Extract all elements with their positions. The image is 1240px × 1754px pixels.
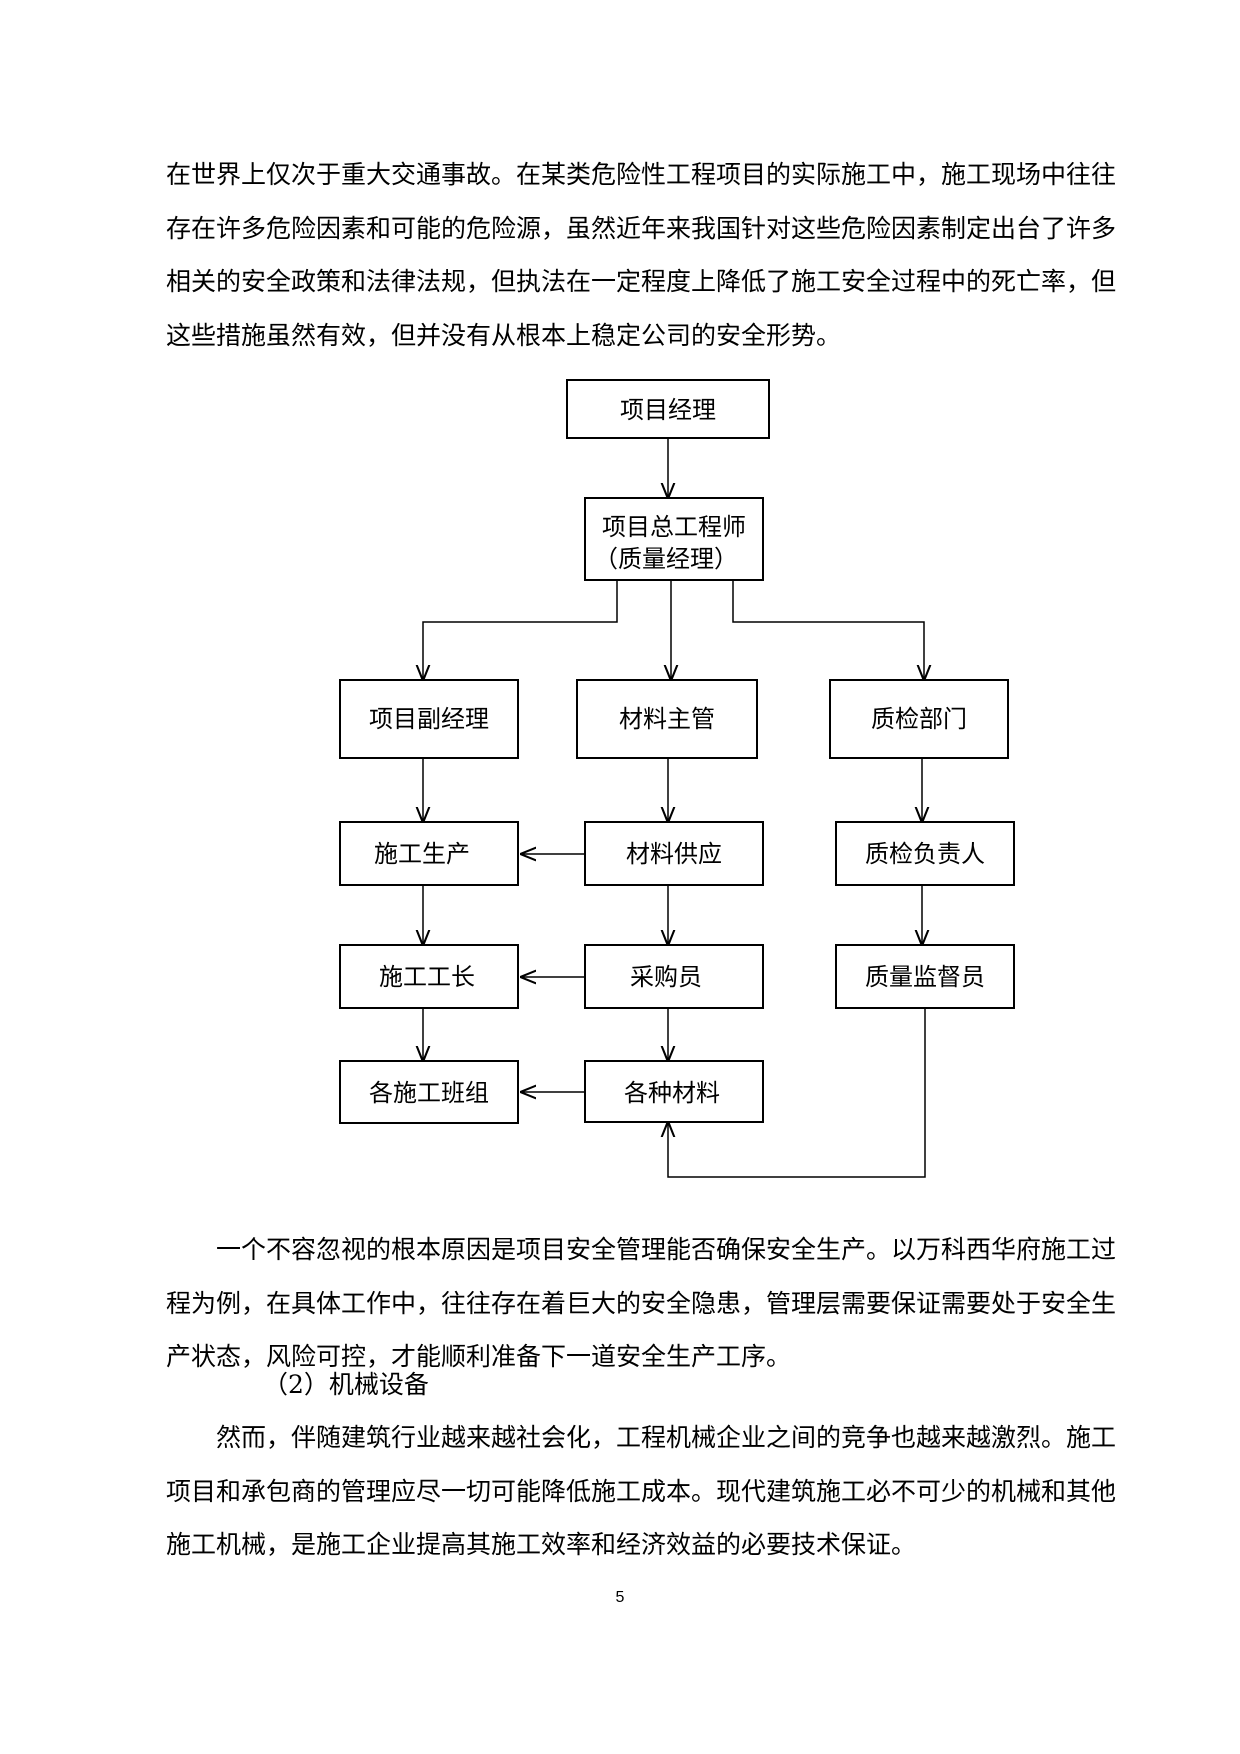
box-construction-production: 施工生产 bbox=[339, 821, 519, 886]
page-number: 5 bbox=[615, 1589, 625, 1606]
box-chief-engineer: 项目总工程师 （质量经理） bbox=[584, 497, 764, 581]
box-work-teams-label: 各施工班组 bbox=[369, 1079, 489, 1107]
box-quality-dept: 质检部门 bbox=[829, 679, 1009, 759]
box-foreman-label: 施工工长 bbox=[379, 963, 475, 991]
box-chief-engineer-label-2: （质量经理） bbox=[594, 545, 738, 573]
box-foreman: 施工工长 bbox=[339, 944, 519, 1009]
paragraph-root-cause: 一个不容忽视的根本原因是项目安全管理能否确保安全生产。以万科西华府施工过程为例，… bbox=[166, 1235, 1117, 1371]
box-chief-engineer-label-1: 项目总工程师 bbox=[602, 513, 746, 541]
box-material-supply: 材料供应 bbox=[584, 821, 764, 886]
box-materials-label: 各种材料 bbox=[624, 1079, 720, 1107]
box-quality-supervisor-label: 质量监督员 bbox=[865, 963, 985, 991]
box-purchaser: 采购员 bbox=[584, 944, 764, 1009]
box-quality-supervisor: 质量监督员 bbox=[835, 944, 1015, 1009]
box-construction-production-label: 施工生产 bbox=[374, 840, 470, 868]
box-purchaser-label: 采购员 bbox=[630, 963, 702, 991]
box-quality-dept-label: 质检部门 bbox=[871, 705, 967, 733]
box-qc-lead: 质检负责人 bbox=[835, 821, 1015, 886]
box-materials-supervisor: 材料主管 bbox=[576, 679, 758, 759]
box-work-teams: 各施工班组 bbox=[339, 1060, 519, 1124]
box-project-manager: 项目经理 bbox=[566, 379, 770, 439]
paragraph-intro: 在世界上仅次于重大交通事故。在某类危险性工程项目的实际施工中，施工现场中往往存在… bbox=[166, 160, 1117, 350]
chart-connectors bbox=[423, 438, 925, 1178]
box-deputy-manager-label: 项目副经理 bbox=[369, 705, 489, 733]
box-deputy-manager: 项目副经理 bbox=[339, 679, 519, 759]
box-materials-supervisor-label: 材料主管 bbox=[619, 705, 715, 733]
box-qc-lead-label: 质检负责人 bbox=[865, 840, 985, 868]
box-material-supply-label: 材料供应 bbox=[626, 840, 722, 868]
paragraph-machinery: 然而，伴随建筑行业越来越社会化，工程机械企业之间的竞争也越来越激烈。施工项目和承… bbox=[166, 1423, 1117, 1559]
box-materials: 各种材料 bbox=[584, 1060, 764, 1123]
box-project-manager-label: 项目经理 bbox=[620, 396, 716, 424]
section-heading: （2）机械设备 bbox=[263, 1370, 429, 1399]
